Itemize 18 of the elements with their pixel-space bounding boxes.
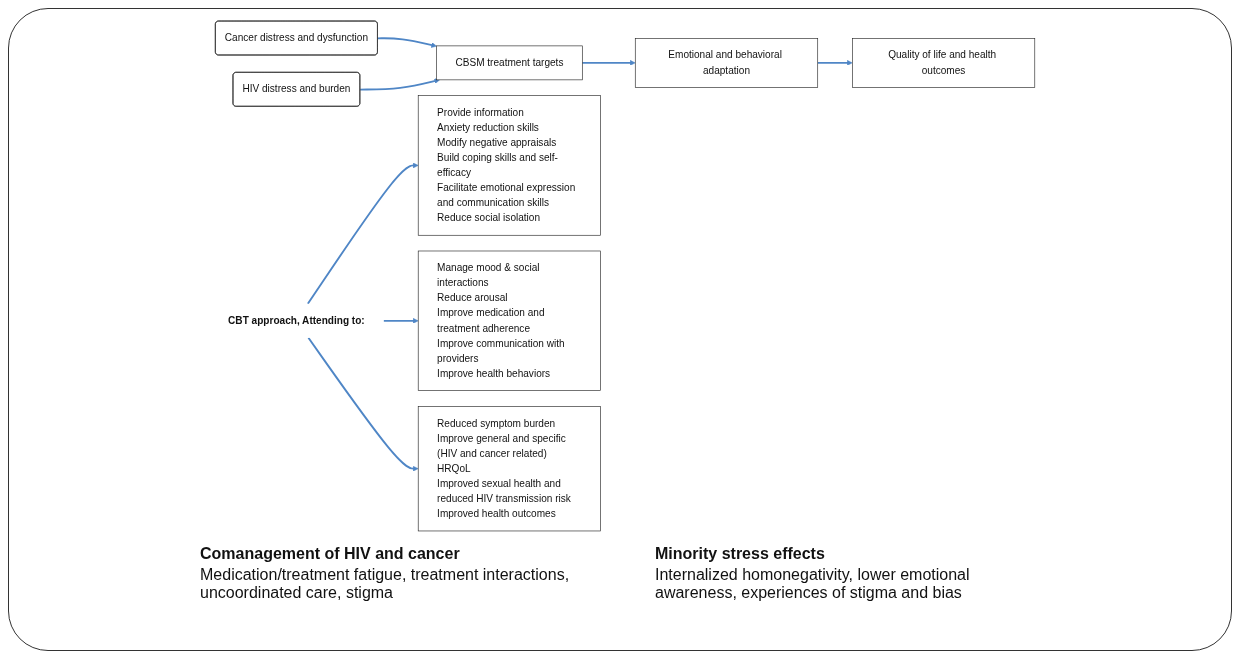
arrow (376, 37, 437, 48)
node-box: Emotional and behavioral adaptation (634, 38, 819, 88)
note-text: Internalized homonegativity, lower emotional awareness, experiences of stigma and bias (655, 566, 971, 602)
arrow (581, 60, 636, 66)
arrow (359, 78, 440, 91)
node-box: CBSM treatment targets (436, 45, 583, 81)
node-box: Provide information Anxiety reduction skills Modify negative appraisals Build coping skills and self-efficacy Facilitate emotional expression and communication skills Reduce social isolation (417, 95, 601, 236)
arrow (306, 162, 419, 305)
node-box: Manage mood & social interactions Reduce arousal Improve medication and treatment adherence Improve communication with providers Improve health behaviors (417, 250, 601, 391)
arrow (307, 336, 419, 472)
section-heading: Minority stress effects (655, 545, 826, 563)
arrow (816, 60, 853, 66)
section-heading: Comanagement of HIV and cancer (200, 545, 461, 563)
note-text: Medication/treatment fatigue, treatment interactions, uncoordinated care, stigma (200, 566, 571, 602)
node-box: Quality of life and health outcomes (852, 38, 1036, 88)
node-box: Reduced symptom burden Improve general and specific (HIV and cancer related) HRQoL Improved sexual health and reduced HIV transmission risk Improved health outcomes (417, 406, 601, 532)
arrow (382, 318, 419, 324)
node-text: CBT approach, Attending to: (228, 315, 365, 326)
